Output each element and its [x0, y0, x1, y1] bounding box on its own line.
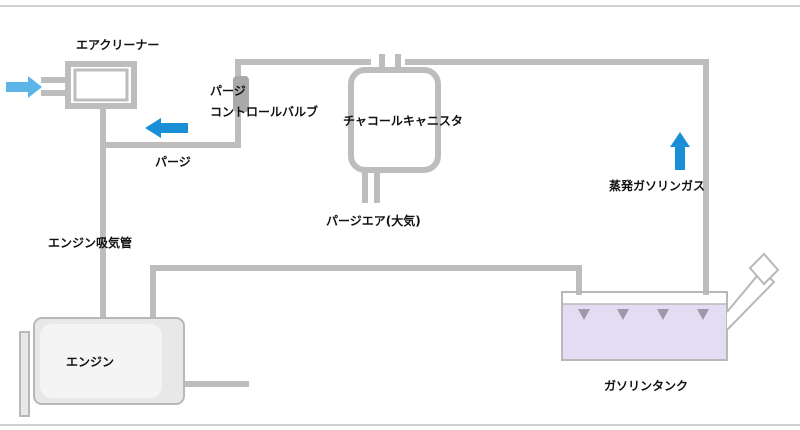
purge-control-valve — [233, 76, 249, 112]
vapor-marks — [578, 309, 709, 320]
purge-valve-label-line1: パージ — [210, 84, 246, 98]
canister-label: チャコールキャニスタ — [343, 114, 463, 128]
engine-label: エンジン — [66, 355, 114, 369]
purge-valve-label-line2: コントロールバルブ — [210, 104, 318, 119]
purge-label: パージ — [155, 155, 191, 169]
air-inlet-arrow — [6, 76, 42, 98]
intake-pipe-label: エンジン吸気管 — [48, 235, 132, 250]
fuel-tank — [561, 252, 780, 361]
purge-flow-arrow — [145, 118, 188, 138]
return-line — [150, 265, 582, 321]
engine — [19, 317, 185, 417]
evap-gas-label: 蒸発ガソリンガス — [609, 178, 705, 193]
fuel-tank-label: ガソリンタンク — [604, 378, 688, 393]
purge-air-port — [362, 167, 380, 203]
vapor-flow-arrow — [670, 132, 690, 170]
charcoal-canister — [348, 67, 441, 173]
vapor-line — [405, 59, 709, 295]
purge-air-label: パージエア(大気) — [326, 213, 421, 228]
air-cleaner-label: エアクリーナー — [76, 38, 159, 52]
